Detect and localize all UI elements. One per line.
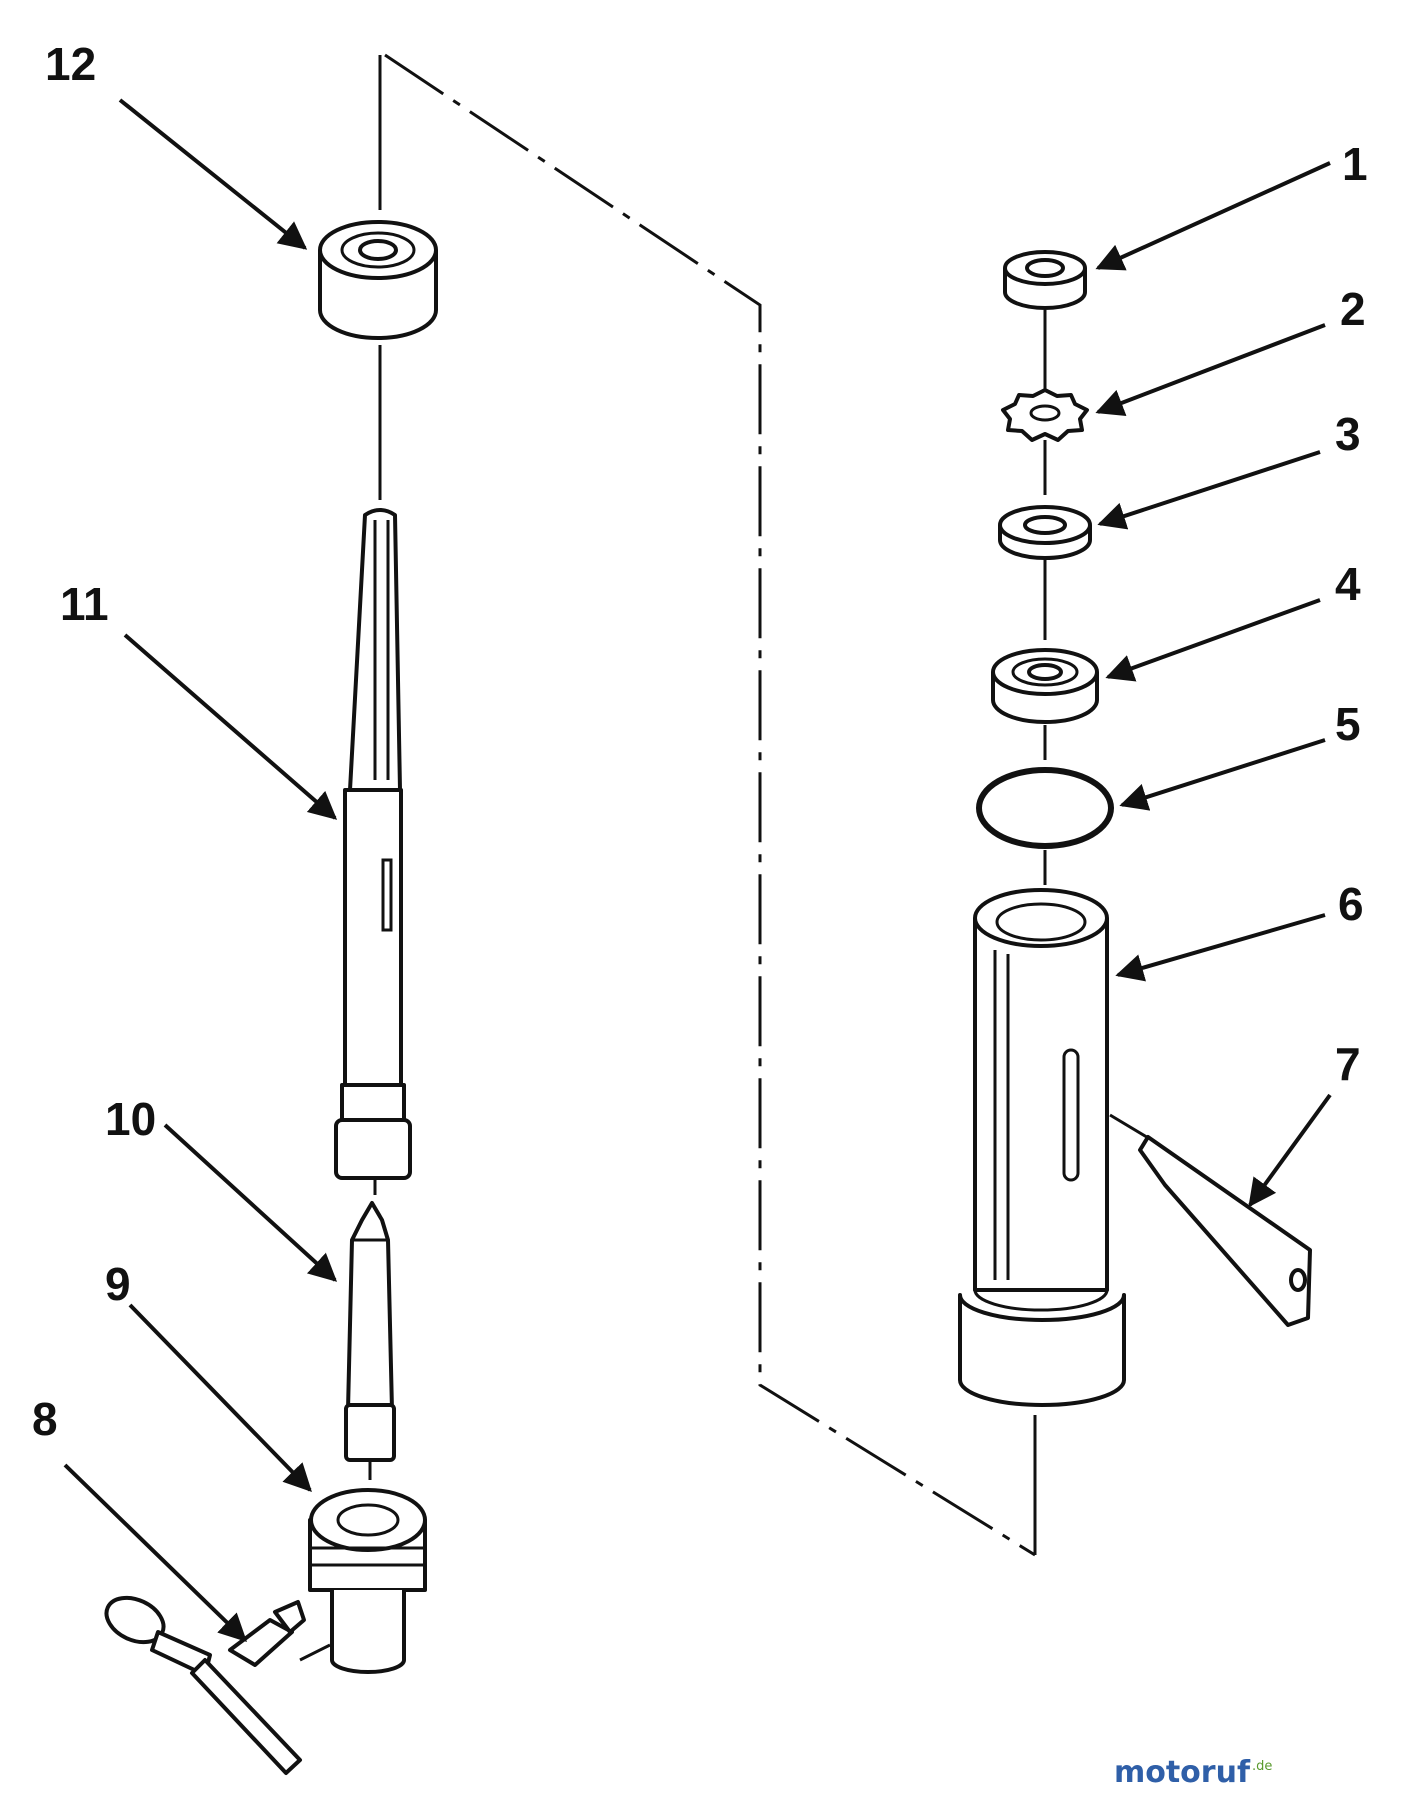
part-1-nut [1003, 250, 1087, 310]
part-7-wrench [1138, 1135, 1312, 1327]
part-9-chuck [308, 1488, 427, 1674]
watermark-sup: .de [1252, 1759, 1272, 1774]
callout-5: 5 [1335, 698, 1361, 750]
callout-1: 1 [1342, 138, 1368, 190]
leader-arrow-6 [1115, 913, 1326, 982]
callout-2: 2 [1340, 283, 1366, 335]
watermark-main: motoruf [1114, 1755, 1251, 1790]
leader-arrow-2 [1095, 323, 1326, 417]
part-2-star-washer [1001, 388, 1089, 442]
part-3-washer [998, 505, 1092, 560]
leader-arrow-4 [1105, 598, 1321, 682]
callout-4: 4 [1335, 558, 1361, 610]
leader-arrow-3 [1097, 450, 1321, 530]
leader-arrow-9 [128, 1303, 312, 1493]
leader-arrow-1 [1095, 161, 1331, 271]
assembly-boundary-line [384, 53, 1036, 1557]
callout-11: 11 [60, 578, 109, 630]
leader-arrow-7 [1248, 1093, 1332, 1208]
leader-arrow-10 [163, 1123, 338, 1282]
leader-arrow-12 [118, 98, 308, 250]
watermark: motoruf .de [1114, 1755, 1272, 1790]
part-11-spline-shaft [334, 508, 412, 1180]
callout-labels: 12 11 10 9 8 1 2 3 4 5 6 7 [32, 38, 1368, 1445]
leader-arrow-11 [123, 633, 338, 820]
callout-6: 6 [1338, 878, 1364, 930]
leader-arrows [63, 98, 1332, 1642]
callout-8: 8 [32, 1393, 58, 1445]
callout-9: 9 [105, 1258, 131, 1310]
part-10-spindle [344, 1201, 396, 1462]
callout-12: 12 [45, 38, 96, 90]
callout-7: 7 [1335, 1038, 1361, 1090]
callout-10: 10 [105, 1093, 156, 1145]
callout-3: 3 [1335, 408, 1361, 460]
part-5-o-ring [976, 767, 1114, 849]
part-4-bearing [991, 648, 1099, 724]
leader-arrow-8 [63, 1463, 248, 1642]
part-12-bearing [318, 220, 438, 340]
part-6-tube-housing [958, 888, 1126, 1407]
part-8-chuck-key [104, 1595, 306, 1775]
leader-arrow-5 [1119, 738, 1326, 811]
